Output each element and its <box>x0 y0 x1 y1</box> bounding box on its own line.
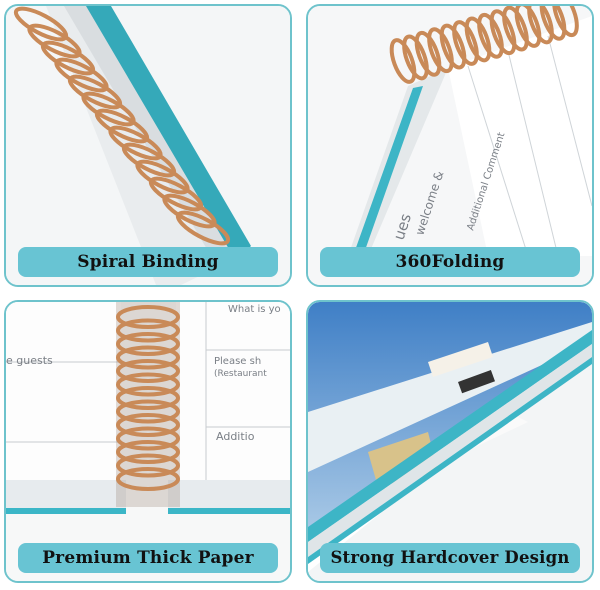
panel-spiral-binding: Spiral Binding <box>4 4 292 287</box>
coil-ring <box>502 6 529 52</box>
coil-ring <box>116 426 180 451</box>
coil-ring <box>427 27 454 74</box>
coil-ring <box>414 30 442 77</box>
coil-ring <box>116 305 180 329</box>
panel-strong-hardcover: Strong Hardcover Design <box>306 300 594 583</box>
coil-ring <box>175 210 231 246</box>
coil-ring <box>116 345 180 370</box>
folding-notebook-photo: ues welcome & Additional Comment <box>308 6 592 285</box>
caption-premium-thick-paper: Premium Thick Paper <box>18 543 278 573</box>
coil-ring <box>402 34 429 81</box>
coil-ring <box>116 359 180 383</box>
coil-ring <box>464 16 492 63</box>
coil-ring <box>116 467 180 491</box>
coil-ring <box>439 23 467 70</box>
coil-ring <box>116 399 180 424</box>
paper-right-mid2-text: (Restaurant <box>214 369 267 379</box>
paper-right-top-text: What is yo <box>228 304 281 315</box>
panel-360-folding: ues welcome & Additional Comment 360Fold… <box>306 4 594 287</box>
thick-paper-photo: e guests What is yo Please sh (Restauran… <box>6 302 290 581</box>
coil-ring <box>116 332 180 356</box>
spiral-binding-photo <box>6 6 290 285</box>
paper-left-text: e guests <box>6 354 53 367</box>
paper-right-bottom-text: Additio <box>216 430 255 443</box>
coil-ring <box>116 413 180 437</box>
coil-ring <box>477 12 504 59</box>
coil-ring <box>116 440 180 464</box>
coil-ring <box>116 372 180 397</box>
coil-ring <box>527 6 554 45</box>
coil-ring <box>389 38 417 84</box>
coil-ring <box>489 9 517 56</box>
coil-ring <box>452 20 479 66</box>
caption-360-folding: 360Folding <box>320 247 580 277</box>
paper-right-mid-text: Please sh <box>214 356 261 367</box>
coil-ring <box>116 386 180 410</box>
caption-spiral-binding: Spiral Binding <box>18 247 278 277</box>
caption-strong-hardcover: Strong Hardcover Design <box>320 543 580 573</box>
coil-ring <box>514 6 542 48</box>
hardcover-photo <box>308 302 592 581</box>
coil-ring <box>116 453 180 478</box>
coil-ring <box>539 6 567 41</box>
coil-ring <box>116 318 180 343</box>
panel-premium-thick-paper: e guests What is yo Please sh (Restauran… <box>4 300 292 583</box>
coil-ring <box>552 6 579 38</box>
